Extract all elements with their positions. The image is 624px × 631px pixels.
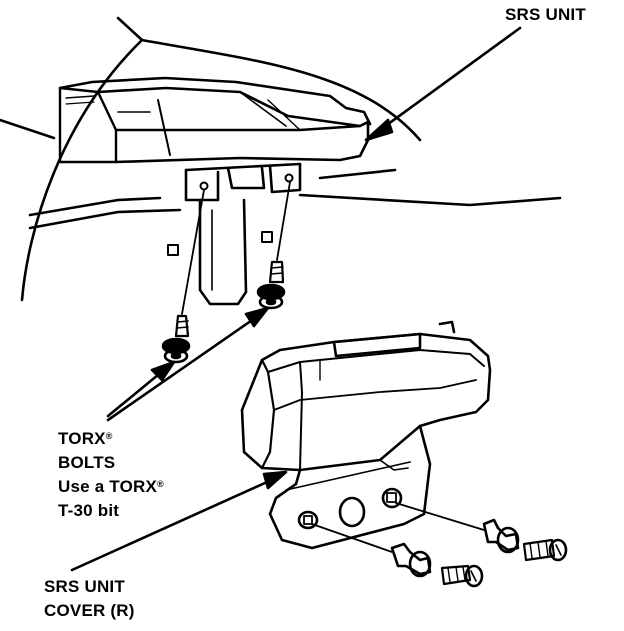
label-srs-unit: SRS UNIT bbox=[505, 5, 586, 24]
cover-clip-right bbox=[395, 502, 520, 554]
alignment-lines bbox=[181, 181, 291, 315]
label-cover-line1: SRS UNIT bbox=[44, 577, 125, 596]
label-torx-line4: T-30 bit bbox=[58, 501, 120, 520]
label-cover-line2: COVER (R) bbox=[44, 601, 135, 620]
srs-unit-cover bbox=[240, 320, 492, 550]
srs-unit bbox=[58, 76, 372, 306]
torx-bolt-left bbox=[161, 314, 191, 364]
leader-arrows bbox=[70, 26, 522, 572]
label-torx-line3: Use a TORX® bbox=[58, 477, 164, 496]
cover-clip-left bbox=[311, 523, 432, 578]
cover-screw-left bbox=[440, 564, 484, 588]
cover-screw-right bbox=[522, 538, 568, 562]
torx-bolt-right bbox=[256, 260, 286, 310]
label-torx-line1: TORX® bbox=[58, 429, 113, 448]
vehicle-body-lines bbox=[0, 16, 562, 302]
label-torx-line2: BOLTS bbox=[58, 453, 116, 472]
